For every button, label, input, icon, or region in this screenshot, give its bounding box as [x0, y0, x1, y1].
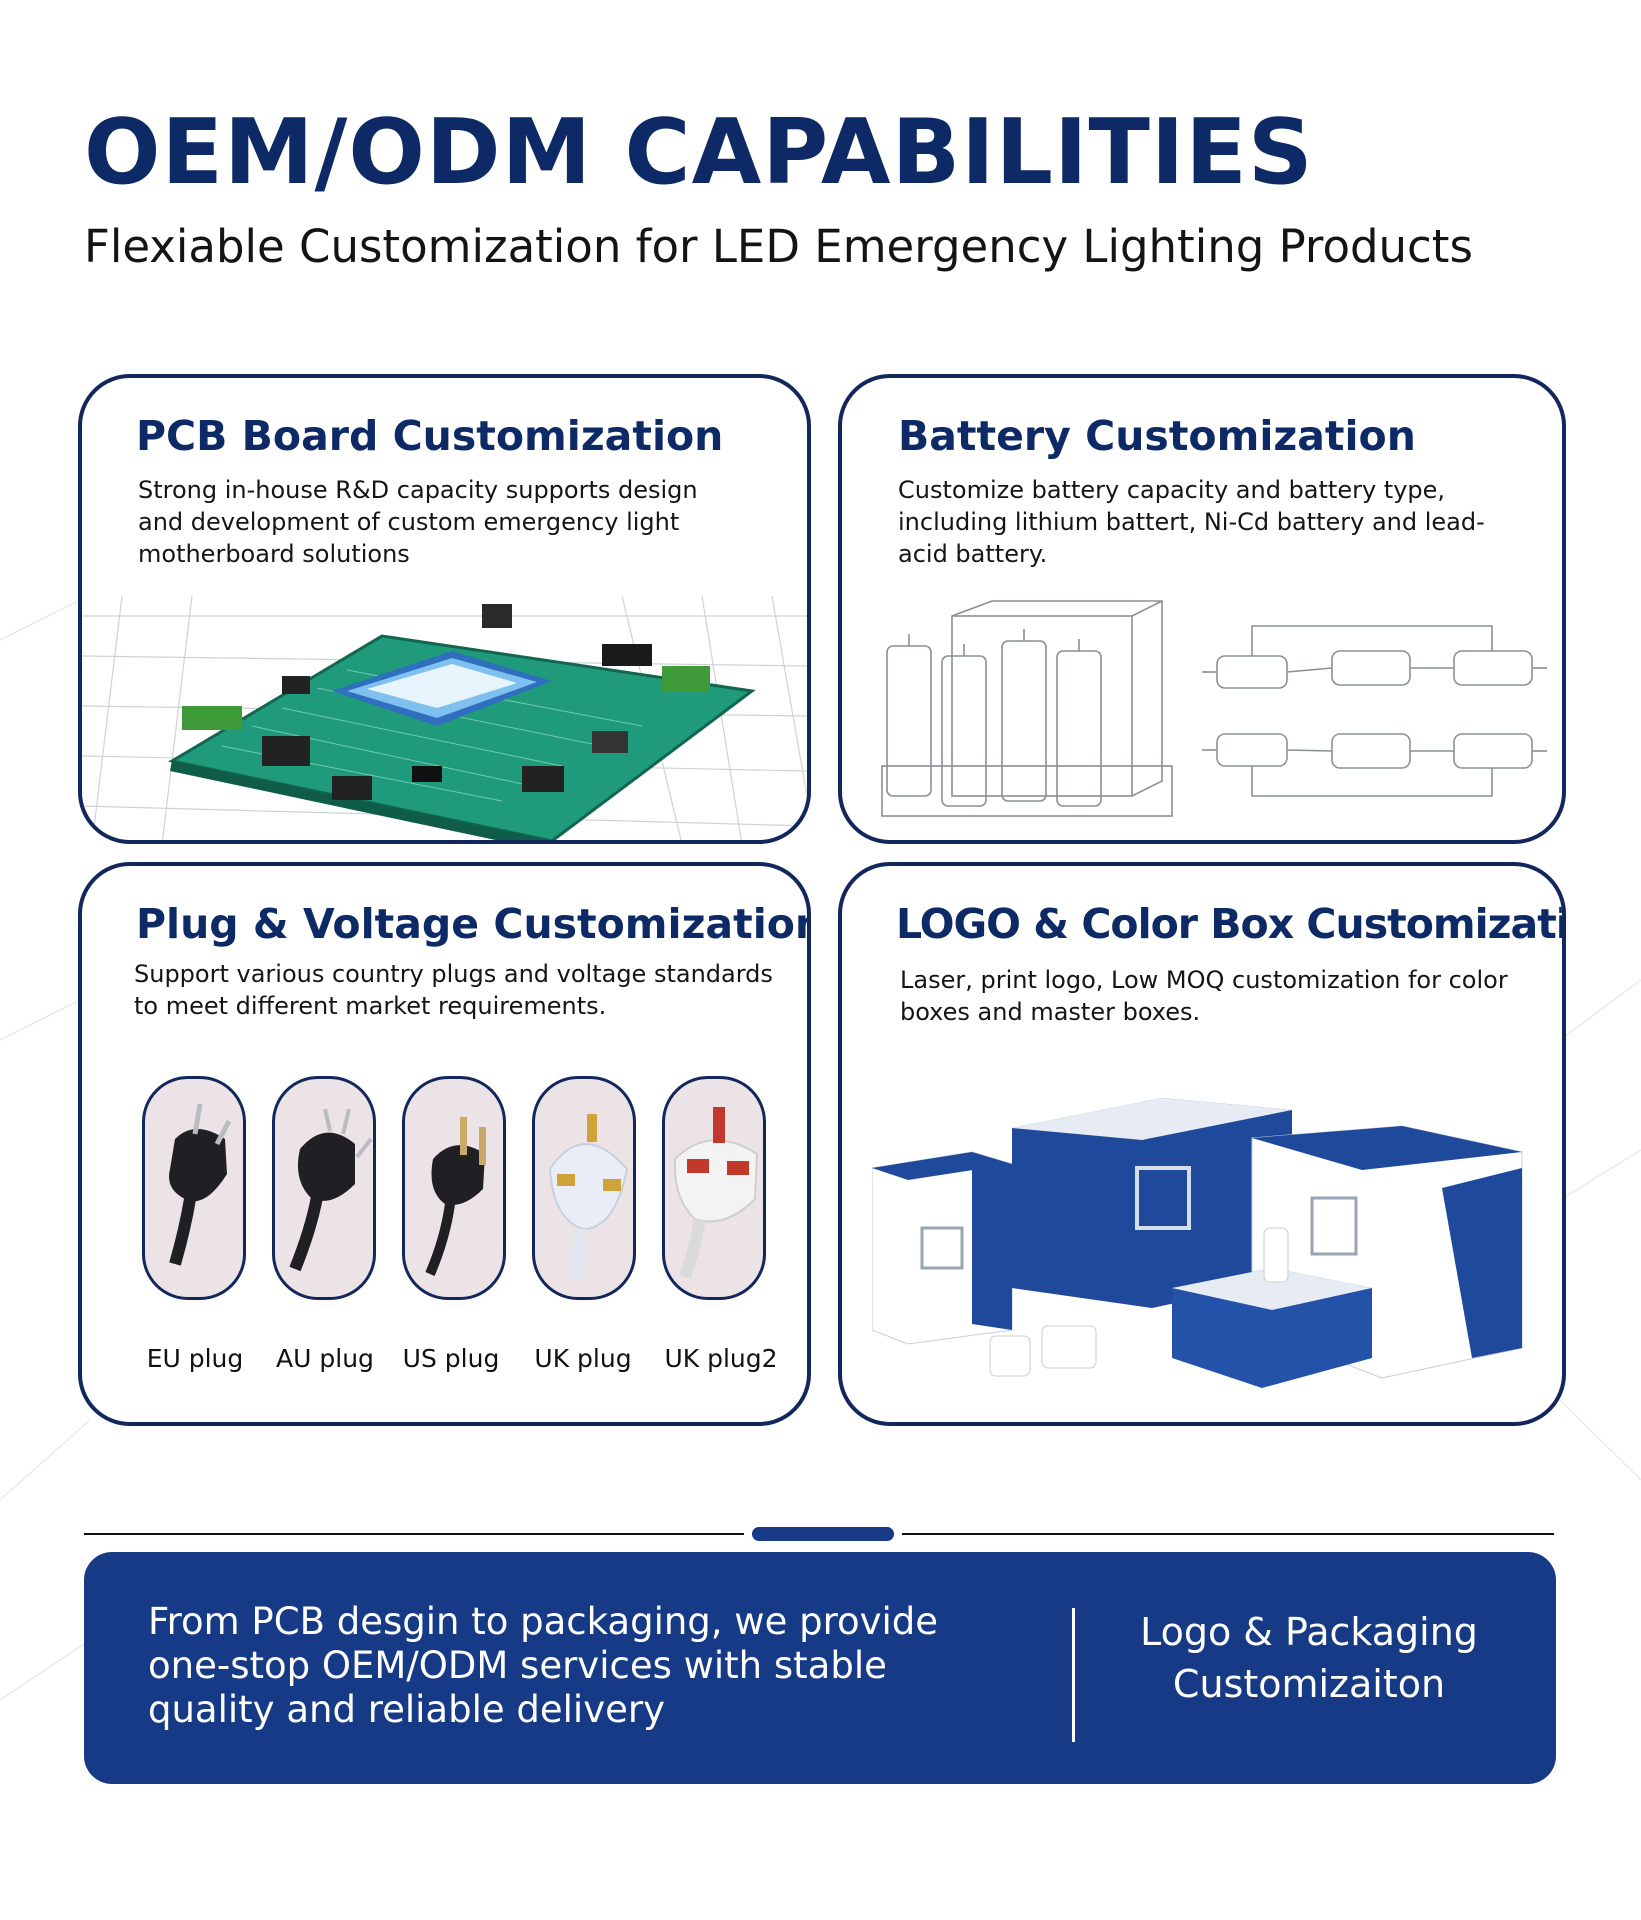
banner-side-text: Logo & Packaging Customizaiton	[1140, 1610, 1478, 1706]
au-plug-label: AU plug	[276, 1344, 374, 1373]
banner-main-text: From PCB desgin to packaging, we provide…	[148, 1600, 939, 1731]
battery-diagram-image	[881, 600, 1547, 817]
page-title: OEM/ODM CAPABILITIES	[84, 100, 1314, 205]
uk-plug-label: UK plug	[534, 1344, 632, 1373]
card-battery: Battery Customization Customize battery …	[838, 374, 1566, 844]
banner-separator	[1072, 1608, 1075, 1742]
card-plug-description: Support various country plugs and voltag…	[134, 960, 773, 1020]
uk-plug2-label: UK plug2	[664, 1344, 778, 1373]
us-plug-icon	[402, 1076, 506, 1300]
card-logo-title: LOGO & Color Box Customization	[896, 900, 1566, 948]
au-plug-icon	[272, 1076, 376, 1300]
card-pcb: PCB Board Customization Strong in-house …	[78, 374, 811, 844]
page-subtitle: Flexiable Customization for LED Emergenc…	[84, 220, 1473, 273]
uk-plug-icon	[532, 1076, 636, 1300]
card-logo: LOGO & Color Box Customization Laser, pr…	[838, 862, 1566, 1426]
pcb-board-image	[82, 596, 807, 840]
bottom-banner: From PCB desgin to packaging, we provide…	[84, 1552, 1556, 1784]
card-pcb-title: PCB Board Customization	[136, 412, 724, 460]
card-battery-description: Customize battery capacity and battery t…	[898, 476, 1485, 568]
uk-plug2-icon	[662, 1076, 766, 1300]
card-plug: Plug & Voltage Customization Support var…	[78, 862, 811, 1426]
section-divider	[84, 1527, 1554, 1541]
eu-plug-icon	[142, 1076, 246, 1300]
card-battery-title: Battery Customization	[898, 412, 1416, 460]
card-pcb-description: Strong in-house R&D capacity supports de…	[138, 476, 698, 568]
card-logo-description: Laser, print logo, Low MOQ customization…	[900, 966, 1508, 1026]
color-box-image	[872, 1098, 1523, 1388]
card-plug-title: Plug & Voltage Customization	[136, 900, 811, 948]
us-plug-label: US plug	[402, 1344, 500, 1373]
eu-plug-label: EU plug	[146, 1344, 244, 1373]
